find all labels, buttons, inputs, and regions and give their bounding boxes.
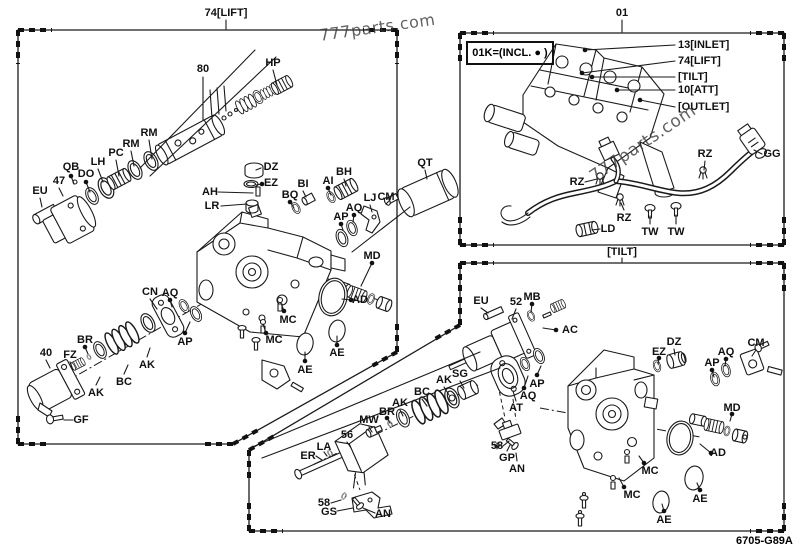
valve-assembly-01 [483, 43, 675, 199]
solenoid-47 [42, 195, 97, 244]
valve-body-tilt [567, 349, 659, 482]
connector-gg [737, 123, 768, 159]
solenoid-40-assembly [26, 294, 205, 425]
filter-qt [397, 168, 459, 218]
leader-lines-lift [39, 49, 428, 421]
inset-note: 01K=(INCL. ● ) [466, 41, 554, 65]
bracket-58-gp [493, 417, 522, 452]
lift-box-border [16, 28, 399, 446]
valve-top-parts [243, 162, 264, 214]
solenoid-56-assembly [249, 351, 501, 519]
tilt-valve-small-parts [575, 340, 783, 527]
leader-lines-01 [225, 19, 763, 263]
inlet-box-border [458, 31, 786, 247]
spool-assembly-80 [32, 74, 295, 244]
bracket-piece-lift [261, 359, 304, 393]
bracket-gs [340, 491, 393, 519]
wire-harness [500, 123, 768, 238]
solenoid-52-assembly [448, 298, 568, 452]
valve-right-parts [289, 176, 400, 249]
part-ld [575, 220, 599, 238]
spool-80 [154, 114, 226, 166]
drawing-number: 6705-G89A [736, 535, 793, 547]
valve-body-lift [196, 204, 346, 338]
leader-lines-tilt [315, 303, 757, 514]
flange-at [490, 355, 526, 397]
leader-dots [68, 47, 735, 514]
